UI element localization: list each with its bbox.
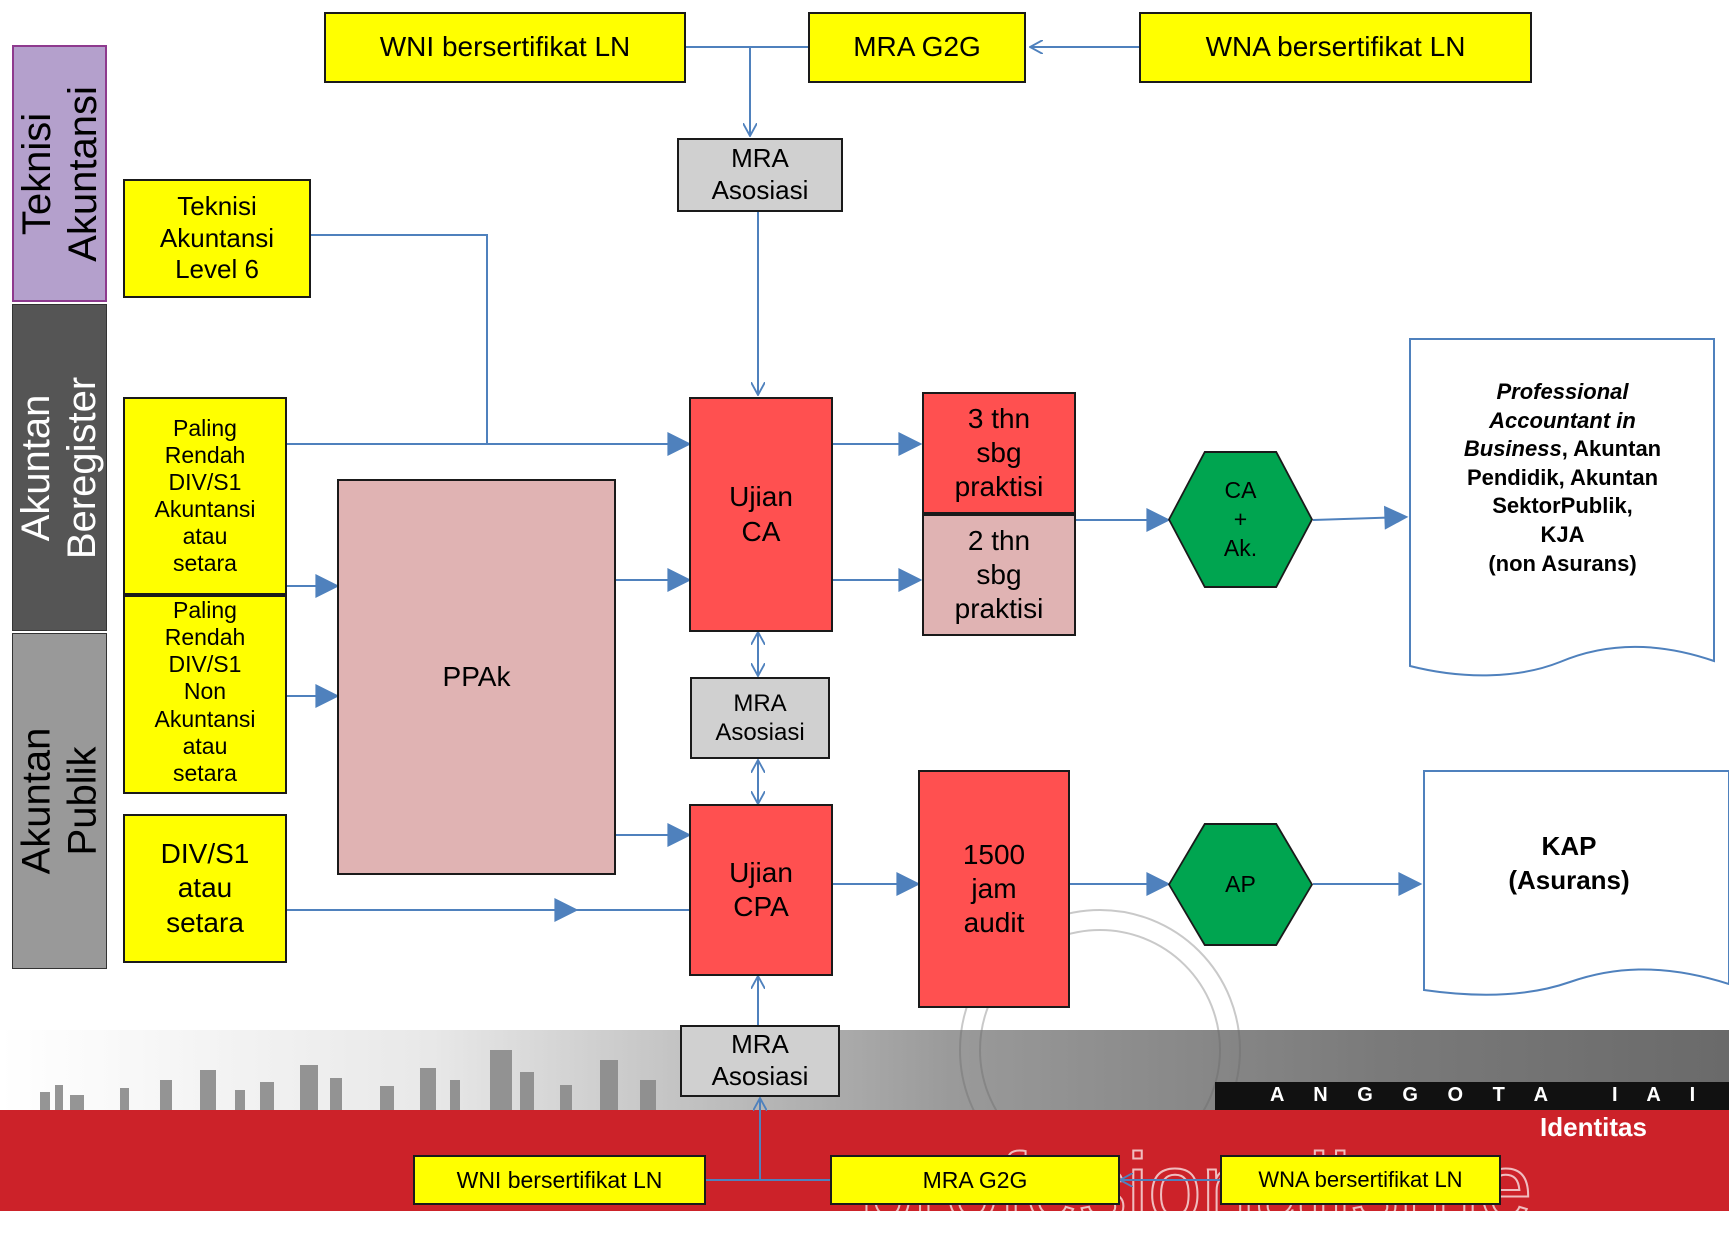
jam-audit-1500: 1500 jam audit: [918, 770, 1070, 1008]
outcome-document-shapes: [1409, 338, 1729, 996]
praktisi-3-thn: 3 thn sbg praktisi: [922, 392, 1076, 514]
teknisi-akuntansi-level-6: Teknisi Akuntansi Level 6: [123, 179, 311, 298]
ca-ak-label: CA + Ak.: [1223, 477, 1258, 561]
footer-anggota-iai: A N G G O T A I A I: [1270, 1084, 1708, 1106]
mra-asosiasi-bottom: MRA Asosiasi: [680, 1025, 840, 1097]
band-teknisi-akuntansi: Teknisi Akuntansi: [12, 45, 107, 302]
div-s1-atau-setara: DIV/S1 atau setara: [123, 814, 287, 963]
flow-connectors: [287, 0, 1423, 1211]
mra-g2g-top: MRA G2G: [808, 12, 1026, 83]
s1-non-akuntansi: Paling Rendah DIV/S1 Non Akuntansi atau …: [123, 595, 287, 794]
wni-bersertifikat-ln-top: WNI bersertifikat LN: [324, 12, 686, 83]
wni-bersertifikat-ln-bottom: WNI bersertifikat LN: [413, 1155, 706, 1205]
footer-identitas: Identitas: [1540, 1112, 1647, 1142]
ujian-ca: Ujian CA: [689, 397, 833, 632]
outcome-pab: Professional Accountant in Business, Aku…: [1415, 378, 1710, 578]
ap-label: AP: [1225, 871, 1256, 898]
outcome-kap: KAP (Asurans): [1508, 831, 1630, 895]
outcome-pab-italic: Professional Accountant in Business: [1463, 379, 1636, 462]
s1-akuntansi: Paling Rendah DIV/S1 Akuntansi atau seta…: [123, 397, 287, 595]
pab-document-shape: [1409, 338, 1715, 677]
mra-g2g-bottom: MRA G2G: [830, 1155, 1120, 1205]
kap-document-shape: [1423, 770, 1729, 996]
wna-bersertifikat-ln-bottom: WNA bersertifikat LN: [1220, 1155, 1501, 1205]
mra-asosiasi-top: MRA Asosiasi: [677, 138, 843, 212]
praktisi-2-thn: 2 thn sbg praktisi: [922, 514, 1076, 636]
mra-asosiasi-mid: MRA Asosiasi: [690, 677, 830, 759]
band-akuntan-beregister: Akuntan Beregister: [12, 304, 107, 631]
wna-bersertifikat-ln-top: WNA bersertifikat LN: [1139, 12, 1532, 83]
band-akuntan-publik: Akuntan Publik: [12, 633, 107, 969]
ppak: PPAk: [337, 479, 616, 875]
outcome-pab-rest: , Akuntan Pendidik, Akuntan SektorPublik…: [1466, 436, 1662, 576]
ujian-cpa: Ujian CPA: [689, 804, 833, 976]
footer-black-strip: [1215, 1082, 1729, 1110]
